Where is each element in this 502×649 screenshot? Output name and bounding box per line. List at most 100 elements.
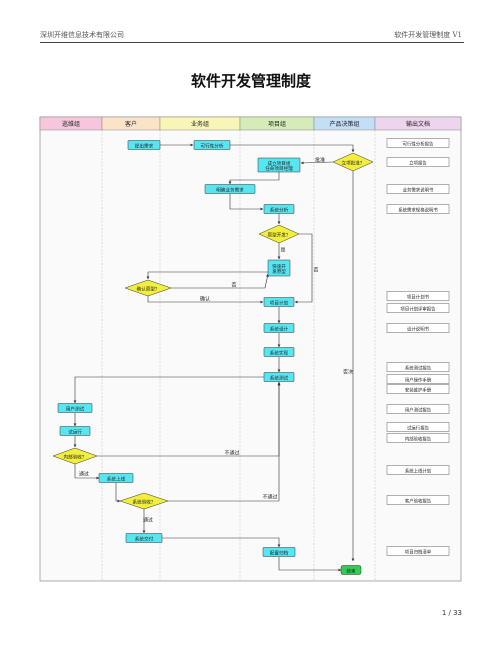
output-document-label: 系统需求规格说明书 [398, 206, 438, 213]
header-divider [40, 42, 464, 43]
edge-label: 不通过 [224, 450, 239, 457]
edge-label: 否决 [343, 369, 353, 376]
process-config-archive [262, 547, 296, 557]
process-quick-proto [267, 259, 291, 277]
process-label: 项目计划 [270, 299, 289, 306]
decision-confirm-proto [124, 279, 172, 297]
output-document [386, 404, 450, 414]
process-proj-plan [263, 297, 295, 307]
process-label: 明确业务需求 [216, 186, 244, 193]
process-user-test [57, 403, 93, 413]
lane-header-label: 项目组 [268, 120, 286, 128]
output-document [386, 303, 450, 313]
output-document-label: 项目归档清单 [405, 548, 432, 555]
edge-label: 确认 [200, 296, 210, 303]
decision-need-proto [258, 224, 300, 244]
process-label: 成立项目组任命项目经理 [265, 159, 293, 171]
output-document-label: 系统测试报告 [405, 364, 432, 371]
output-document [386, 433, 450, 443]
lane-header-label: 客户 [125, 120, 137, 128]
edge-approve-team [300, 161, 334, 165]
output-document [386, 495, 450, 505]
output-document-label: 内部验收报告 [405, 435, 432, 442]
process-label: 可行性分析 [201, 142, 224, 149]
output-document-label: 用户操作手册 [405, 376, 432, 383]
process-label: 系统上线 [107, 475, 126, 482]
process-need [127, 140, 161, 150]
process-label: 提出需求 [135, 142, 154, 149]
page-title: 软件开发管理制度 [190, 72, 311, 90]
edge-label: 通过 [143, 517, 153, 524]
output-document-label: 安装维护手册 [405, 386, 432, 393]
output-document [386, 291, 450, 301]
process-go-live [98, 473, 134, 483]
decision-label: 系统验收？ [133, 498, 156, 505]
process-business-req [204, 184, 256, 194]
output-document-label: 系统上线计划 [405, 467, 431, 474]
lane-header-label: 巡维组 [62, 120, 80, 128]
lane-header-label: 业务组 [191, 120, 209, 128]
output-document [386, 384, 450, 394]
edge-proto-plan-no [294, 233, 313, 304]
edge-confirm-plan [147, 296, 264, 304]
decision-internal-accept [52, 447, 98, 465]
process-label: 系统交付 [135, 535, 154, 542]
output-document [386, 362, 450, 372]
output-document [386, 157, 450, 167]
process-sys-design [263, 323, 295, 333]
process-project-team [257, 157, 301, 173]
edge-label: 否 [231, 283, 236, 289]
process-trial [59, 426, 91, 436]
output-document-label: 可行性分析报告 [403, 140, 434, 147]
decision-approve [332, 152, 374, 172]
output-document-label: 业务需求说明书 [403, 186, 434, 193]
edge-label: 否 [313, 268, 318, 274]
process-label: 快速开发原型 [272, 262, 286, 274]
edge-archive-end [278, 557, 342, 572]
process-label: 用户测试 [66, 405, 85, 412]
decision-label: 内部验收？ [64, 453, 87, 460]
edge-bizreq-analysis [229, 194, 264, 211]
process-label: 系统设计 [270, 325, 289, 332]
lane-header-label: 输出文档 [406, 120, 430, 128]
decision-label: 立项批准？ [342, 159, 365, 166]
output-document-label: 试运行报告 [407, 424, 430, 431]
header-company: 深圳开维信息技术有限公司 [40, 31, 124, 39]
process-label: 系统实现 [270, 349, 289, 356]
edge-accept-golive [74, 464, 100, 480]
edge-label: 不通过 [262, 494, 277, 501]
process-label: 试运行 [68, 428, 82, 435]
lane-header-label: 产品决策组 [329, 120, 359, 128]
output-document [386, 184, 450, 194]
process-delivery [125, 533, 163, 543]
decision-label: 原型开发？ [268, 231, 291, 238]
output-document-label: 客户验收报告 [405, 497, 432, 504]
page-number: 1 / 33 [441, 609, 462, 617]
output-document-label: 用户测试报告 [405, 406, 432, 413]
output-document-label: 项目计划书 [407, 293, 430, 300]
output-document-label: 设计说明书 [407, 325, 430, 332]
decision-sys-accept [119, 492, 169, 510]
output-document [386, 546, 450, 556]
decision-label: 确认原型？ [137, 285, 160, 292]
process-label: 系统测试 [270, 374, 289, 381]
edge-delivery-archive [162, 537, 281, 548]
output-document [386, 422, 450, 432]
output-document [386, 465, 450, 475]
edge-quick-confirm [146, 271, 268, 280]
edge-label: 通过 [79, 471, 89, 478]
edge-golive-sysaccept [115, 483, 121, 503]
output-document-label: 项目计划评审报告 [400, 305, 436, 312]
output-document [386, 204, 450, 214]
process-label: 结束 [346, 567, 356, 574]
output-document-label: 立项报告 [409, 159, 427, 166]
header-doc-name: 软件开发管理制度 V1 [394, 31, 462, 39]
process-label: 配置归档 [270, 549, 289, 556]
process-sys-test [263, 372, 295, 382]
edge-label: 批准 [315, 157, 325, 164]
edge-test-usertest [73, 376, 264, 404]
edge-sysaccept-fail [168, 382, 281, 502]
edge-label: 是 [280, 248, 285, 254]
process-label: 系统分析 [270, 206, 289, 213]
